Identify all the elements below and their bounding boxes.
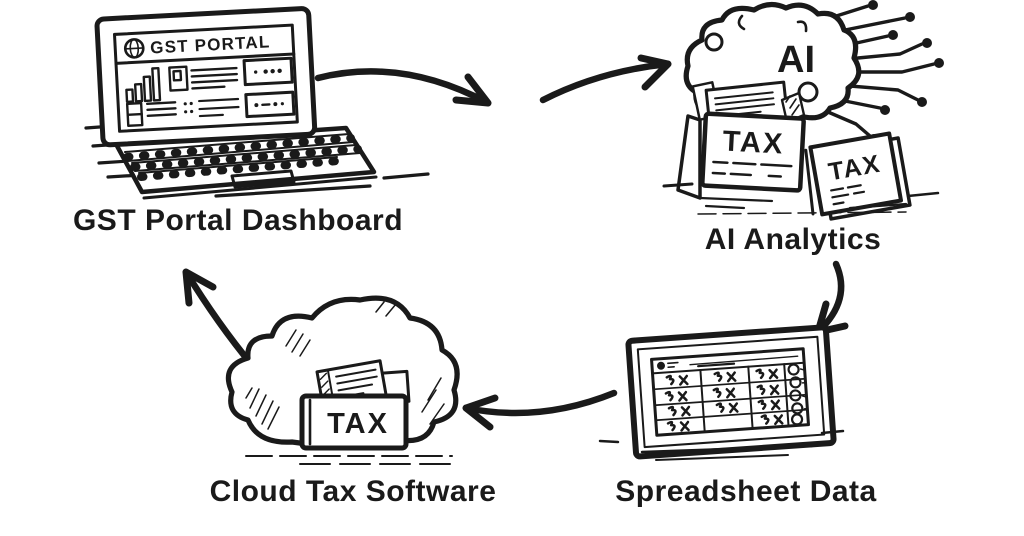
arrow-ai-to-spreadsheet xyxy=(814,260,849,336)
more-options-button-bottom xyxy=(244,90,296,119)
laptop-keyboard xyxy=(113,125,378,200)
gst-portal-label: GST Portal Dashboard xyxy=(73,204,403,237)
cloud-tax-label: Cloud Tax Software xyxy=(210,475,497,508)
cloud-tax-node: TAX Cloud Tax Software xyxy=(210,295,497,508)
tax-folder-label: TAX xyxy=(722,125,785,160)
touchpad xyxy=(230,169,296,189)
arrow-gst-to-ai-first xyxy=(314,68,492,107)
arrow-cloud-to-gst xyxy=(182,268,256,369)
document-lines xyxy=(190,66,239,90)
row-status-circles xyxy=(787,363,809,426)
spreadsheet-node: Spreadsheet Data xyxy=(598,324,876,508)
laptop-illustration: GST PORTAL xyxy=(94,6,378,200)
spreadsheet-label: Spreadsheet Data xyxy=(615,475,876,508)
bar-chart-icon xyxy=(125,66,162,104)
app-logo-icon xyxy=(657,361,666,370)
tax-document-icon: TAX xyxy=(804,131,912,221)
more-dots-icon xyxy=(253,68,282,74)
ai-analytics-label: AI Analytics xyxy=(705,223,882,256)
tablet-ground-lines xyxy=(598,429,845,461)
ai-analytics-node: AI TAX TAX xyxy=(662,0,944,256)
cloud-ground-lines xyxy=(245,455,461,465)
tax-folder-icon: TAX xyxy=(676,80,806,200)
document-icon xyxy=(168,65,189,92)
more-dots-icon xyxy=(254,102,284,108)
cloud-tax-folder-icon: TAX xyxy=(299,393,409,451)
cloud-icon: TAX xyxy=(225,295,460,451)
hatch-wedge xyxy=(780,91,806,124)
ai-brain-text: AI xyxy=(777,39,815,81)
spreadsheet-toolbar xyxy=(651,355,806,375)
circuit-traces-icon xyxy=(826,0,944,144)
gst-portal-node: GST PORTAL xyxy=(73,6,430,237)
arrow-spreadsheet-to-cloud xyxy=(462,389,618,431)
speed-lines xyxy=(84,124,430,198)
more-options-button-top xyxy=(242,56,294,87)
bullet-lines xyxy=(183,97,240,118)
laptop-screen: GST PORTAL xyxy=(94,6,318,148)
ai-ground-lines xyxy=(662,182,940,215)
globe-icon xyxy=(123,38,145,59)
arrow-gst-to-ai-second xyxy=(539,54,672,104)
spreadsheet-grid xyxy=(652,363,809,433)
tablet-frame xyxy=(625,324,837,460)
cloud-tax-folder-label: TAX xyxy=(327,408,389,440)
list-icon xyxy=(125,101,177,128)
cloud-hatching xyxy=(245,301,445,430)
